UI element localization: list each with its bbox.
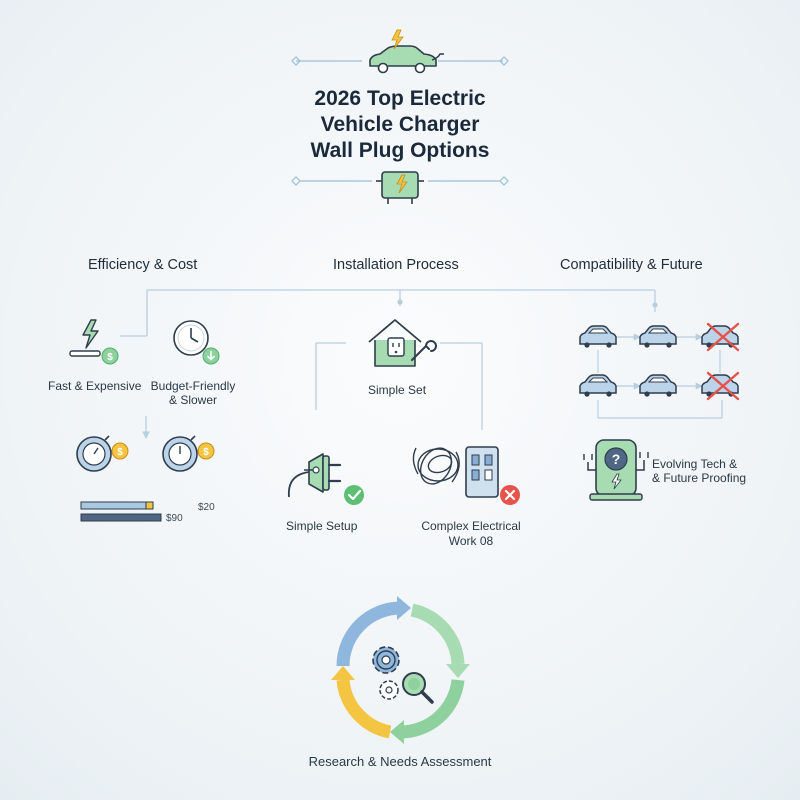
simple-setup-label: Simple Setup: [286, 519, 358, 533]
tangled-wires-panel-icon: [412, 446, 520, 505]
clock-icon: [173, 320, 220, 365]
fast-charge-icon: $: [69, 319, 119, 365]
heading-compatibility-future: Compatibility & Future: [560, 257, 703, 273]
complex-electrical-label: Complex Electrical: [421, 519, 521, 533]
lightning-icon: [391, 29, 404, 50]
fast-expensive-label: Fast & Expensive: [48, 379, 142, 393]
gauge-coin-icon: $: [162, 435, 215, 472]
future-proofing-label: & Future Proofing: [652, 471, 747, 485]
simple-set-label: Simple Set: [368, 383, 427, 397]
price-small-label: $20: [198, 502, 215, 513]
cost-comparison-bars: [80, 501, 162, 522]
plug-check-icon: [287, 453, 364, 505]
research-cycle: [331, 596, 470, 744]
title-divider: [291, 171, 509, 204]
svg-text:$: $: [203, 447, 209, 458]
cycle-arrow-green-top: [410, 603, 465, 665]
car-icon: [369, 45, 444, 74]
incompatible-car-icon: [701, 322, 740, 352]
page-title: 2026 Top Electric Vehicle Charger Wall P…: [310, 87, 490, 162]
wrench-icon: [411, 340, 437, 361]
svg-text:?: ?: [612, 451, 621, 467]
incompatible-car-icon: [701, 371, 740, 401]
check-icon: [344, 485, 364, 505]
svg-text:$: $: [107, 352, 113, 363]
car-icon: [639, 374, 677, 397]
cycle-arrow-green-bottom: [399, 679, 465, 739]
budget-friendly-label: Budget-Friendly: [150, 379, 236, 393]
top-car-emblem: [291, 29, 509, 74]
cycle-arrow-yellow: [336, 679, 392, 739]
connector-lines: [120, 289, 658, 440]
battery-charge-icon: [376, 171, 424, 204]
car-icon: [579, 374, 617, 397]
budget-slower-label: & Slower: [168, 393, 218, 407]
house-outlet-icon: [368, 319, 437, 367]
car-icon: [579, 325, 617, 348]
cycle-arrow-blue: [336, 601, 402, 667]
car-icon: [639, 325, 677, 348]
complex-work-label: Work 08: [448, 534, 494, 548]
heading-installation-process: Installation Process: [333, 257, 459, 273]
heading-efficiency-cost: Efficiency & Cost: [88, 257, 198, 273]
magnifier-icon: [402, 672, 434, 704]
stopwatch-coin-icon: $: [76, 435, 129, 472]
evolving-tech-label: Evolving Tech &: [652, 457, 738, 471]
gear-icon: [372, 646, 400, 674]
small-gear-icon: [379, 680, 399, 700]
svg-text:$: $: [117, 447, 123, 458]
price-large-label: $90: [166, 513, 183, 524]
research-needs-label: Research & Needs Assessment: [308, 754, 492, 769]
compatibility-car-grid: [579, 322, 740, 419]
charging-station-question-icon: ?: [583, 439, 649, 501]
